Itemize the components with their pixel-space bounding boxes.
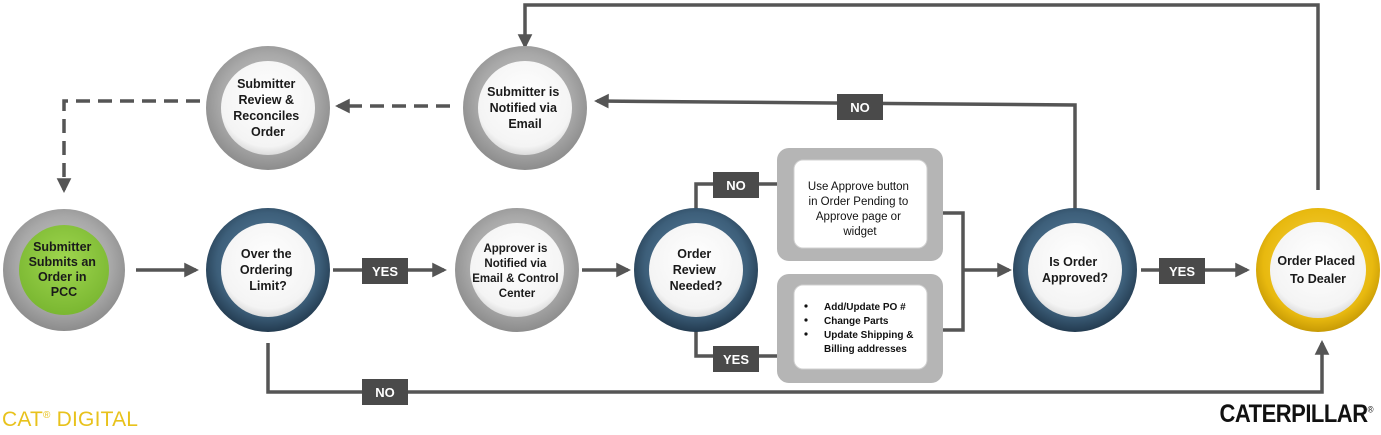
svg-text:Submitter is Notified vi: Submitter is Notified via Email [487,85,563,131]
node-line: Approved? [1042,271,1108,285]
node-line: To Dealer [1290,272,1346,286]
node-approver-notified: Approver is Notified via Email & Control… [455,208,579,332]
label-no-approved: NO [837,94,883,120]
node-submitter-review: Submitter Review & Reconciles Order [206,46,330,170]
node-line: Notified via [490,101,558,115]
node-line: Email [508,117,541,131]
bullet-icon [804,304,808,308]
node-line: Email & Control [472,273,558,285]
cat-digital-logo: CAT® DIGITAL [2,408,138,432]
node-line: Submitter [237,77,295,91]
registered-mark: ® [1367,404,1374,415]
box-edit-item: Add/Update PO # [824,302,906,313]
label-no-review: NO [713,172,759,198]
svg-text:YES: YES [1169,264,1195,279]
svg-text:NO: NO [726,178,746,193]
box-approve-line: Approve page or [816,211,901,223]
node-line: PCC [51,285,77,299]
node-line: Needed? [670,279,723,293]
node-submitter-notified: Submitter is Notified via Email [463,46,587,170]
cat-digital-brand: CAT [2,408,44,431]
label-no-limit: NO [362,379,408,405]
svg-text:YES: YES [723,352,749,367]
node-line: Approver is [483,243,547,255]
node-line: Reconciles [233,109,299,123]
box-edit-order: Add/Update PO # Change Parts Update Ship… [777,274,943,383]
caterpillar-brand: CATERPILLAR [1219,399,1369,428]
node-line: Submits an [29,255,96,269]
box-edit-item: Billing addresses [824,344,907,355]
bullet-icon [804,332,808,336]
line-box1-to-approved [943,211,965,270]
svg-text:Approver is Notified via: Approver is Notified via Email & Control… [472,243,561,300]
node-line: Limit? [249,279,287,293]
node-line: Ordering [240,263,293,277]
svg-text:Use Approve button in Or: Use Approve button in Order Pending to A… [808,181,912,238]
node-line: Review [673,263,716,277]
svg-text:Order Placed To Dealer: Order Placed To Dealer [1277,254,1358,286]
svg-text:Is Order Approved?: Is Order Approved? [1042,255,1108,285]
cat-digital-suffix: DIGITAL [50,408,139,431]
node-line: Notified via [484,258,547,270]
arrow-approved-no [594,93,1077,210]
label-yes-review: YES [713,346,759,372]
bullet-icon [804,318,808,322]
node-order-placed: Order Placed To Dealer [1256,208,1380,332]
node-line: Review & [238,93,294,107]
svg-text:YES: YES [372,264,398,279]
box-edit-item: Update Shipping & [824,330,913,341]
arrow-limit-no [266,340,1330,394]
node-line: Order [251,125,285,139]
node-over-limit: Over the Ordering Limit? [206,208,330,332]
arrow-placed-to-notified [517,3,1320,190]
node-line: Center [499,288,536,300]
box-edit-item: Change Parts [824,316,889,327]
node-line: Order in [38,270,87,284]
node-line: Order Placed [1277,254,1355,268]
label-yes-approved: YES [1159,258,1205,284]
svg-text:Submitter Review &: Submitter Review & Reconciles Order [233,77,303,139]
box-approve-line: in Order Pending to [809,196,909,208]
svg-text:NO: NO [375,385,395,400]
arrow-reconcile-to-submit [56,99,200,193]
svg-text:Submitter Submits an: Submitter Submits an Order in PCC [29,240,100,299]
node-order-review: Order Review Needed? [634,208,758,332]
svg-text:NO: NO [850,100,870,115]
node-submitter-submits: Submitter Submits an Order in PCC [3,209,125,331]
box-approve-line: Use Approve button [808,181,909,193]
svg-text:Order Review Neede: Order Review Needed? [670,247,723,293]
node-line: Submitter [33,240,91,254]
box-approve-line: widget [842,226,877,238]
caterpillar-logo: CATERPILLAR® [1220,399,1374,429]
node-line: Over the [241,247,292,261]
label-yes-limit: YES [362,258,408,284]
line-box2-to-approved [943,270,965,332]
box-approve-button: Use Approve button in Order Pending to A… [777,148,943,261]
svg-text:Over the Ordering: Over the Ordering Limit? [240,247,296,293]
registered-mark: ® [43,410,51,421]
node-line: Is Order [1049,255,1097,269]
node-is-order-approved: Is Order Approved? [1013,208,1137,332]
node-line: Order [677,247,711,261]
node-line: Submitter is [487,85,559,99]
